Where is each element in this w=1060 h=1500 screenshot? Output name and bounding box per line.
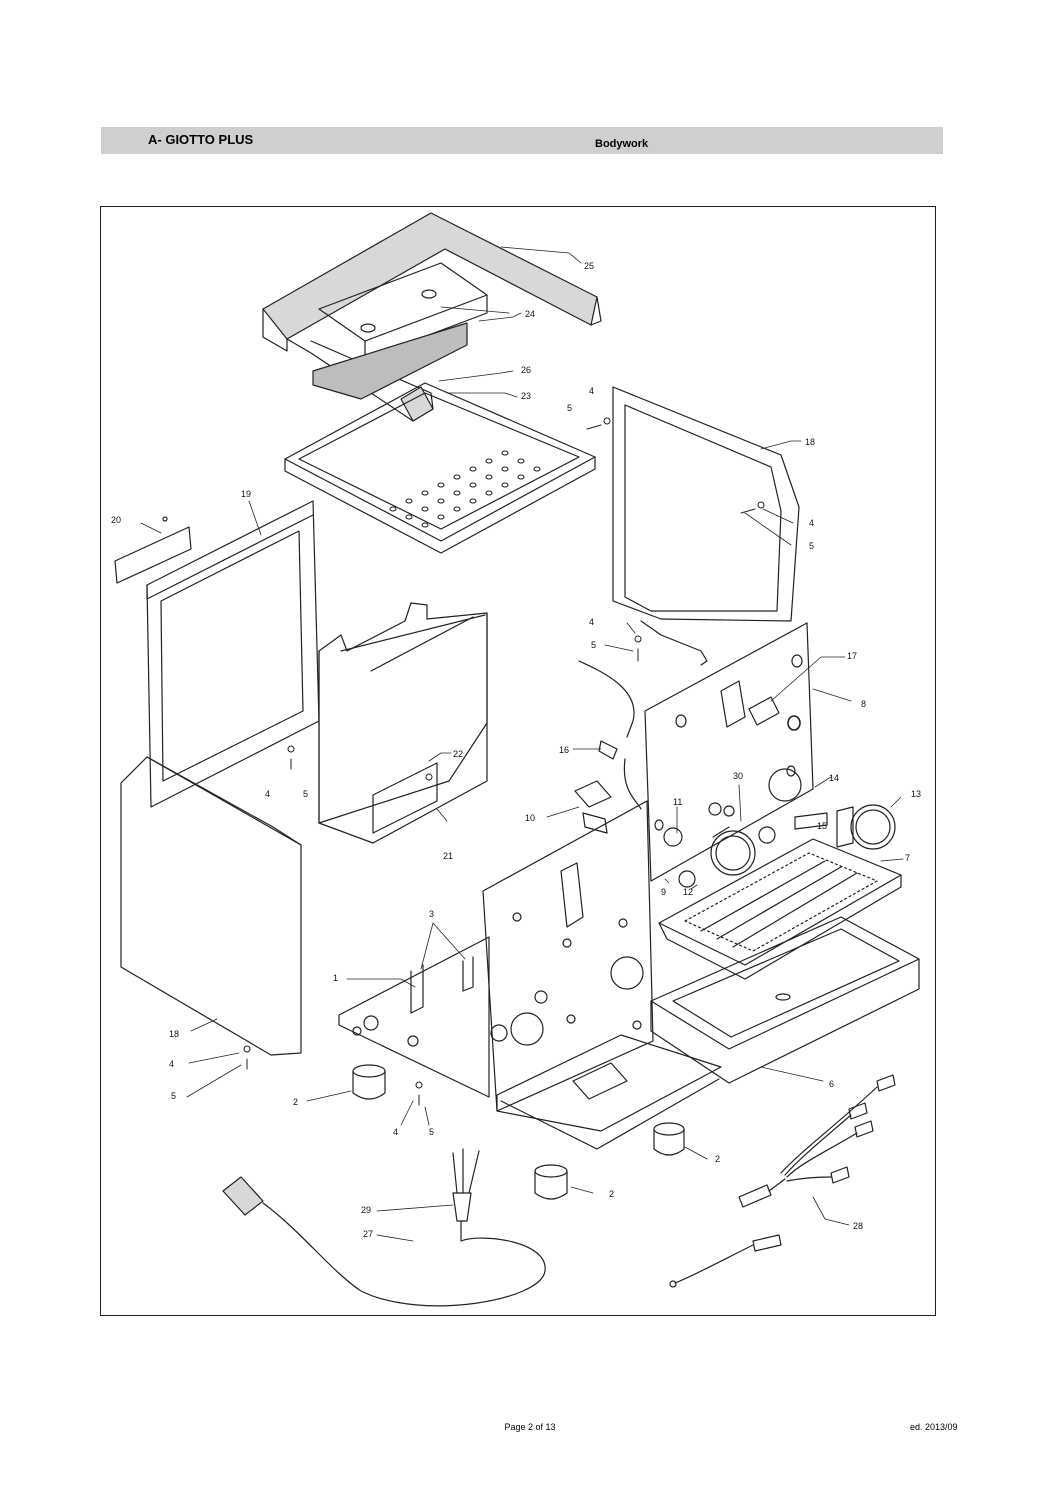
callout-c3: 3	[429, 909, 434, 919]
callout-c2b: 2	[715, 1154, 720, 1164]
callout-c9: 9	[661, 887, 666, 897]
pressure-gauge-right	[836, 804, 896, 850]
power-cord-part	[222, 1148, 546, 1307]
callout-c29: 29	[361, 1205, 371, 1215]
callout-c21: 21	[443, 851, 453, 861]
document-title: A- GIOTTO PLUS	[148, 132, 254, 147]
callout-c25: 25	[584, 261, 594, 271]
leader-lines	[140, 246, 904, 1242]
page-number: Page 2 of 13	[504, 1422, 556, 1432]
callout-c2c: 2	[609, 1189, 614, 1199]
foot-part-1	[352, 1064, 386, 1100]
callout-c14: 14	[829, 773, 839, 783]
right-side-panel-part	[612, 386, 800, 666]
small-plate-part	[114, 516, 192, 584]
screws	[243, 417, 765, 1106]
callout-c11: 11	[673, 797, 682, 807]
front-panel-part	[120, 756, 302, 1056]
exploded-diagram: 25 24 26 23 4 5 18 4 5 20 19 4 5 17 8 16…	[111, 212, 921, 1307]
water-tank-part	[318, 602, 488, 844]
chassis-part	[338, 800, 722, 1150]
callout-c5a: 5	[567, 403, 572, 413]
section-title: Bodywork	[595, 138, 649, 150]
pressure-gauge-left	[678, 826, 756, 888]
callout-c28: 28	[853, 1221, 863, 1231]
callout-c19: 19	[241, 489, 251, 499]
callout-c26: 26	[521, 365, 531, 375]
callout-c16: 16	[559, 745, 569, 755]
callout-c23: 23	[521, 391, 531, 401]
callout-c5b: 5	[809, 541, 814, 551]
callout-c4f: 4	[393, 1127, 398, 1137]
callout-c20: 20	[111, 515, 121, 525]
header-bar: A- GIOTTO PLUS Bodywork	[101, 127, 943, 154]
foot-part-2	[534, 1164, 568, 1200]
exploded-diagram-frame: 25 24 26 23 4 5 18 4 5 20 19 4 5 17 8 16…	[100, 206, 936, 1316]
edition-label: ed. 2013/09	[910, 1422, 958, 1432]
callout-c15: 15	[817, 821, 827, 831]
switch-part	[574, 780, 612, 834]
callout-c4b: 4	[809, 518, 814, 528]
callout-c5d: 5	[303, 789, 308, 799]
callout-c27: 27	[363, 1229, 373, 1239]
tray-holes	[389, 450, 541, 528]
callout-c1: 1	[333, 973, 338, 983]
left-side-panel-part	[146, 500, 320, 808]
cup-tray-base-part	[284, 382, 596, 554]
callout-c7: 7	[905, 853, 910, 863]
top-cover-part	[262, 212, 602, 422]
callout-c12: 12	[683, 887, 693, 897]
drip-grid-part	[658, 838, 902, 980]
callout-c6: 6	[829, 1079, 834, 1089]
callout-c30: 30	[733, 771, 743, 781]
valve-parts	[663, 802, 828, 847]
callout-c8: 8	[861, 699, 866, 709]
callout-c18b: 18	[169, 1029, 179, 1039]
callout-labels: 25 24 26 23 4 5 18 4 5 20 19 4 5 17 8 16…	[111, 261, 921, 1239]
callout-c2a: 2	[293, 1097, 298, 1107]
callout-c10: 10	[525, 813, 535, 823]
callout-c17: 17	[847, 651, 857, 661]
callout-c4d: 4	[265, 789, 270, 799]
callout-c4c: 4	[589, 617, 594, 627]
control-panel-part	[644, 622, 814, 882]
callout-c4e: 4	[169, 1059, 174, 1069]
drip-tray-part	[650, 916, 920, 1084]
wiring-harness-part	[669, 1074, 896, 1288]
callout-c4a: 4	[589, 386, 594, 396]
callout-c18a: 18	[805, 437, 815, 447]
callout-c24: 24	[525, 309, 535, 319]
grille-plate-part	[312, 262, 488, 400]
callout-c5c: 5	[591, 640, 596, 650]
callout-c5f: 5	[429, 1127, 434, 1137]
hose-part	[578, 660, 642, 810]
callout-c22: 22	[453, 749, 463, 759]
callout-c13: 13	[911, 789, 921, 799]
foot-part-3	[653, 1122, 685, 1156]
callout-c5e: 5	[171, 1091, 176, 1101]
